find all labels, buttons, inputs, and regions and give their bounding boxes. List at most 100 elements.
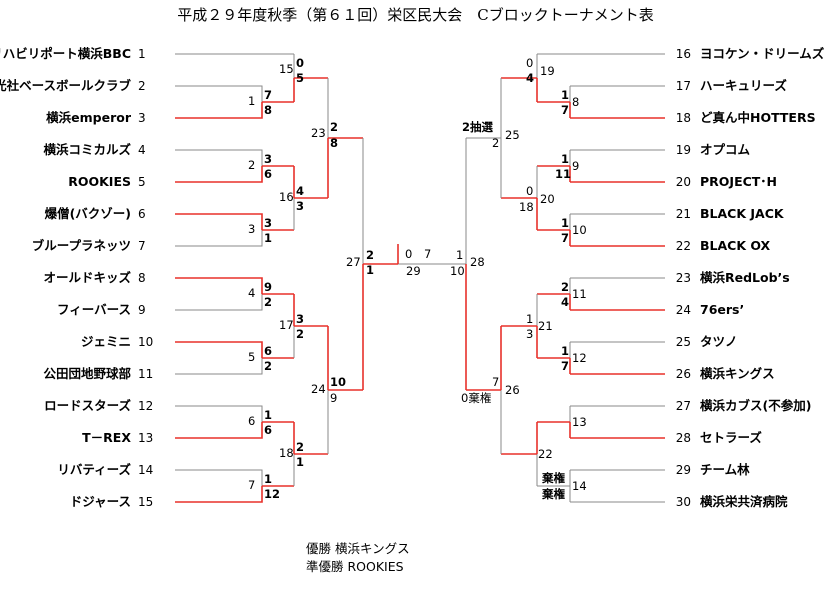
score: 18 xyxy=(519,200,534,214)
team-name-left: 横浜コミカルズ xyxy=(43,142,131,157)
score: 1 xyxy=(264,408,273,422)
score: 7 xyxy=(561,359,570,373)
score: 10 xyxy=(330,375,347,389)
team-name-right: 横浜RedLob’s xyxy=(700,270,790,285)
team-line xyxy=(175,213,263,230)
team-line xyxy=(175,422,263,439)
team-number-left: 9 xyxy=(138,303,146,317)
team-name-left: 公田団地野球部 xyxy=(43,366,131,381)
team-number-left: 4 xyxy=(138,143,146,157)
team-line xyxy=(175,486,263,503)
game-number: 16 xyxy=(279,190,294,204)
team-number-right: 22 xyxy=(675,239,691,253)
team-number-left: 10 xyxy=(138,335,154,349)
team-name-right: オプコム xyxy=(700,142,751,157)
game-number: 22 xyxy=(538,447,553,461)
game-number: 24 xyxy=(311,382,326,396)
game-number: 2 xyxy=(248,158,256,172)
team-name-right: セトラーズ xyxy=(700,430,762,445)
team-name-left: 横浜emperor xyxy=(46,110,131,125)
game-number: 4 xyxy=(248,286,256,300)
team-name-right: 横浜キングス xyxy=(700,366,775,381)
team-name-left: リバティーズ xyxy=(57,462,131,477)
score: 9 xyxy=(330,391,338,405)
team-name-left: 爆僧(バクゾー) xyxy=(44,206,131,221)
score: 1 xyxy=(561,152,570,166)
team-number-right: 26 xyxy=(675,367,691,381)
score: 6 xyxy=(264,167,273,181)
team-name-right: ど真ん中HOTTERS xyxy=(700,110,816,125)
team-number-left: 13 xyxy=(138,431,154,445)
score: 1 xyxy=(561,88,570,102)
game-number: 6 xyxy=(248,414,256,428)
team-number-left: 15 xyxy=(138,495,154,509)
team-number-left: 11 xyxy=(138,367,154,381)
team-name-left: ドジャース xyxy=(69,494,131,509)
team-number-left: 14 xyxy=(138,463,154,477)
score: 9 xyxy=(264,280,273,294)
score: 8 xyxy=(330,136,339,150)
team-line xyxy=(175,469,263,486)
team-number-right: 17 xyxy=(675,79,691,93)
team-number-left: 12 xyxy=(138,399,154,413)
team-line xyxy=(175,358,263,375)
score: 4 xyxy=(561,295,570,309)
score: 2抽選 xyxy=(462,120,494,134)
team-name-left: ロードスターズ xyxy=(44,398,131,413)
score: 1 xyxy=(296,455,305,469)
team-line xyxy=(175,277,263,294)
game-number: 17 xyxy=(279,318,294,332)
score: 1 xyxy=(456,248,464,262)
game-number: 25 xyxy=(505,128,520,142)
team-name-left: T－REX xyxy=(82,430,131,445)
game-number: 5 xyxy=(248,350,256,364)
score: 2 xyxy=(296,440,305,454)
game-number: 3 xyxy=(248,222,256,236)
score: 10 xyxy=(450,264,465,278)
team-name-right: BLACK OX xyxy=(700,238,771,253)
game-number: 9 xyxy=(572,159,580,173)
score: 2 xyxy=(296,327,305,341)
score: 3 xyxy=(526,327,534,341)
score: 1 xyxy=(366,263,375,277)
team-number-left: 7 xyxy=(138,239,146,253)
team-number-right: 30 xyxy=(675,495,691,509)
final-score-right: 7 xyxy=(424,247,432,261)
team-number-right: 18 xyxy=(675,111,691,125)
score: 1 xyxy=(561,216,570,230)
score: 2 xyxy=(561,280,570,294)
game-number: 10 xyxy=(572,223,587,237)
game-number: 26 xyxy=(505,383,520,397)
game-number: 14 xyxy=(572,479,587,493)
team-line xyxy=(175,166,263,183)
game-number: 28 xyxy=(470,255,485,269)
game-number: 8 xyxy=(572,95,580,109)
team-name-right: BLACK JACK xyxy=(700,206,784,221)
team-number-right: 24 xyxy=(675,303,691,317)
score: 2 xyxy=(264,295,273,309)
team-line xyxy=(175,294,263,311)
score: 2 xyxy=(366,248,375,262)
team-line xyxy=(175,102,263,119)
game-number: 7 xyxy=(248,478,256,492)
game-number: 13 xyxy=(572,415,587,429)
game-number: 20 xyxy=(540,192,555,206)
score: 1 xyxy=(264,472,273,486)
page-title: 平成２９年度秋季（第６１回）栄区民大会 Cブロックトーナメント表 xyxy=(177,6,654,24)
team-number-left: 1 xyxy=(138,47,146,61)
team-number-right: 28 xyxy=(675,431,691,445)
score: 2 xyxy=(492,136,500,150)
final-game-number: 29 xyxy=(406,264,421,278)
score: 1 xyxy=(561,344,570,358)
score: 2 xyxy=(330,120,339,134)
game-number: 15 xyxy=(279,62,294,76)
score: 8 xyxy=(264,103,273,117)
game-number: 19 xyxy=(540,64,555,78)
score: 0 xyxy=(296,56,305,70)
score: 0 xyxy=(526,184,534,198)
score: 棄権 xyxy=(542,471,565,485)
game-number: 27 xyxy=(346,255,361,269)
score: 0棄権 xyxy=(461,391,492,405)
score: 7 xyxy=(492,375,500,389)
